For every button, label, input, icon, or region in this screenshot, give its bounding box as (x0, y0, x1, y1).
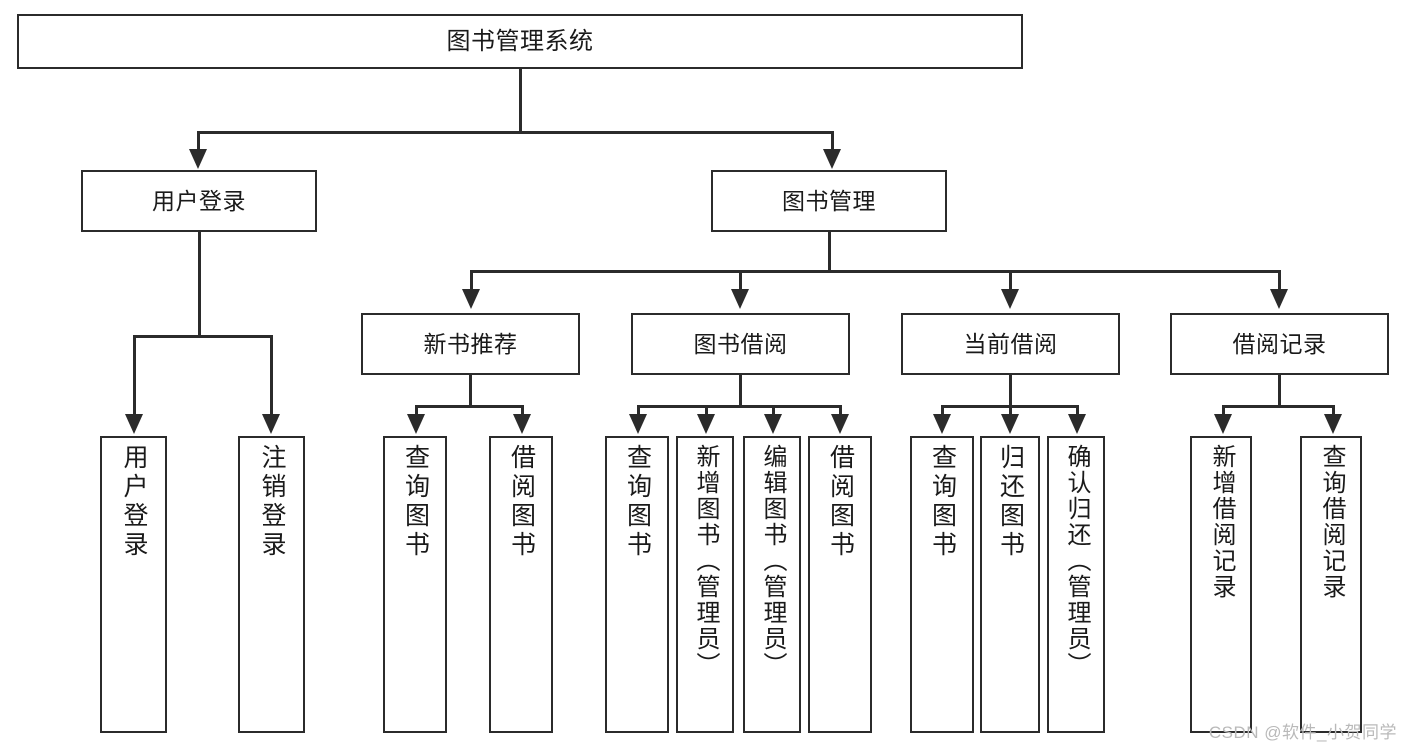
connector-bm-drop-3 (1009, 270, 1012, 290)
connector-bm-drop-1 (470, 270, 473, 290)
arrowhead-bm-to-book-borrow (731, 289, 749, 309)
connector-bb-drop-3 (772, 405, 775, 417)
leaf-edit-book[interactable]: 编辑图书（管理员） (743, 436, 801, 733)
connector-book-management-stem (828, 232, 831, 272)
connector-root-stem (519, 69, 522, 133)
connector-user-login-drop-2 (270, 335, 273, 416)
connector-nbr-stem (469, 375, 472, 408)
connector-nbr-drop-1 (415, 405, 418, 417)
connector-user-login-drop-1 (133, 335, 136, 416)
node-label: 查询图书 (928, 444, 957, 560)
connector-cb-drop-1 (941, 405, 944, 417)
connector-bb-drop-2 (705, 405, 708, 417)
leaf-borrow-book-1[interactable]: 借阅图书 (489, 436, 553, 733)
node-root-system[interactable]: 图书管理系统 (17, 14, 1023, 69)
leaf-query-book-3[interactable]: 查询图书 (910, 436, 974, 733)
connector-root-to-book-management (831, 131, 834, 151)
node-label: 确认归还（管理员） (1063, 444, 1090, 678)
node-label: 图书管理 (782, 187, 876, 214)
connector-br-stem (1278, 375, 1281, 408)
leaf-return-book[interactable]: 归还图书 (980, 436, 1040, 733)
arrowhead-root-to-user-login (189, 149, 207, 169)
node-label: 新增借阅记录 (1208, 444, 1235, 600)
node-label: 新书推荐 (423, 330, 518, 357)
connector-bb-bar (637, 405, 842, 408)
leaf-query-book-2[interactable]: 查询图书 (605, 436, 669, 733)
arrowhead-cb-leaf-1 (933, 414, 951, 434)
node-user-login[interactable]: 用户登录 (81, 170, 317, 232)
node-book-management[interactable]: 图书管理 (711, 170, 947, 232)
arrowhead-cb-leaf-3 (1068, 414, 1086, 434)
node-label: 用户登录 (120, 444, 148, 560)
arrowhead-bb-leaf-3 (764, 414, 782, 434)
connector-bm-drop-2 (739, 270, 742, 290)
arrowhead-bb-leaf-2 (697, 414, 715, 434)
leaf-confirm-return[interactable]: 确认归还（管理员） (1047, 436, 1105, 733)
node-label: 编辑图书（管理员） (759, 444, 786, 678)
node-borrow-record[interactable]: 借阅记录 (1170, 313, 1389, 375)
connector-cb-drop-2 (1009, 405, 1012, 417)
connector-cb-drop-3 (1076, 405, 1079, 417)
leaf-borrow-book-2[interactable]: 借阅图书 (808, 436, 872, 733)
arrowhead-bm-to-borrow-record (1270, 289, 1288, 309)
node-label: 注销登录 (258, 444, 286, 560)
node-label: 查询图书 (623, 444, 652, 560)
arrowhead-nbr-leaf-2 (513, 414, 531, 434)
leaf-user-login[interactable]: 用户登录 (100, 436, 167, 733)
arrowhead-bm-to-current-borrow (1001, 289, 1019, 309)
node-label: 查询借阅记录 (1318, 444, 1345, 600)
node-label: 用户登录 (152, 187, 246, 214)
connector-bb-stem (739, 375, 742, 408)
node-label: 新增图书（管理员） (692, 444, 719, 678)
arrowhead-user-login-leaf-1 (125, 414, 143, 434)
connector-nbr-drop-2 (521, 405, 524, 417)
node-label: 借阅图书 (826, 444, 855, 560)
connector-user-login-bar (133, 335, 273, 338)
leaf-query-borrow-record[interactable]: 查询借阅记录 (1300, 436, 1362, 733)
node-label: 当前借阅 (963, 330, 1058, 357)
node-label: 图书管理系统 (446, 27, 594, 55)
arrowhead-bm-to-new-book-recommend (462, 289, 480, 309)
arrowhead-bb-leaf-4 (831, 414, 849, 434)
connector-root-bar (197, 131, 834, 134)
arrowhead-br-leaf-2 (1324, 414, 1342, 434)
node-label: 借阅记录 (1232, 330, 1327, 357)
watermark: CSDN @软件_小贺同学 (1208, 723, 1397, 742)
connector-user-login-stem (198, 232, 201, 337)
connector-root-to-user-login (197, 131, 200, 151)
node-current-borrow[interactable]: 当前借阅 (901, 313, 1120, 375)
connector-bb-drop-4 (839, 405, 842, 417)
arrowhead-user-login-leaf-2 (262, 414, 280, 434)
connector-book-management-bar (470, 270, 1281, 273)
leaf-add-book[interactable]: 新增图书（管理员） (676, 436, 734, 733)
connector-cb-stem (1009, 375, 1012, 408)
node-label: 查询图书 (401, 444, 430, 560)
leaf-query-book-1[interactable]: 查询图书 (383, 436, 447, 733)
connector-bb-drop-1 (637, 405, 640, 417)
connector-br-drop-2 (1332, 405, 1335, 417)
connector-bm-drop-4 (1278, 270, 1281, 290)
leaf-add-borrow-record[interactable]: 新增借阅记录 (1190, 436, 1252, 733)
connector-br-bar (1222, 405, 1335, 408)
connector-br-drop-1 (1222, 405, 1225, 417)
node-new-book-recommend[interactable]: 新书推荐 (361, 313, 580, 375)
connector-nbr-bar (415, 405, 524, 408)
arrowhead-br-leaf-1 (1214, 414, 1232, 434)
leaf-logout-login[interactable]: 注销登录 (238, 436, 305, 733)
arrowhead-bb-leaf-1 (629, 414, 647, 434)
node-label: 图书借阅 (693, 330, 788, 357)
arrowhead-nbr-leaf-1 (407, 414, 425, 434)
node-book-borrow[interactable]: 图书借阅 (631, 313, 850, 375)
node-label: 归还图书 (996, 444, 1025, 560)
node-label: 借阅图书 (507, 444, 536, 560)
arrowhead-root-to-book-management (823, 149, 841, 169)
arrowhead-cb-leaf-2 (1001, 414, 1019, 434)
